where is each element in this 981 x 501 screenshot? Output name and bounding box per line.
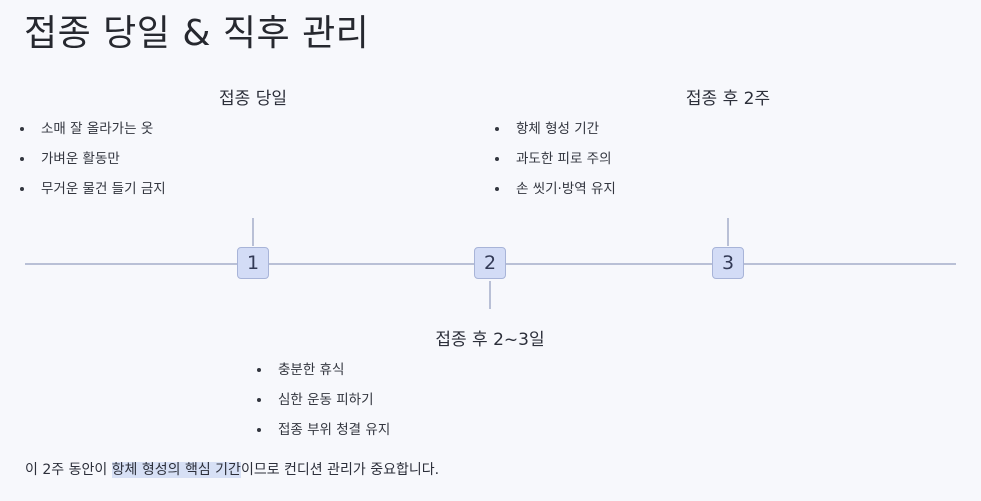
bullet-icon (495, 127, 499, 131)
bullet-icon (20, 127, 24, 131)
footer-note: 이 2주 동안이 항체 형성의 핵심 기간이므로 컨디션 관리가 중요합니다. (25, 459, 439, 479)
list-item: 항체 형성 기간 (478, 117, 878, 147)
bullet-icon (495, 187, 499, 191)
step-1-heading: 접종 당일 (219, 89, 287, 109)
footer-text-after: 이므로 컨디션 관리가 중요합니다. (240, 462, 440, 478)
step-2-list: 충분한 휴식 심한 운동 피하기 접종 부위 청결 유지 (240, 358, 640, 448)
bullet-icon (495, 157, 499, 161)
step-2-card: 접종 후 2~3일 충분한 휴식 심한 운동 피하기 접종 부위 청결 유지 (257, 325, 640, 448)
step-2-marker: 2 (474, 247, 506, 279)
bullet-icon (257, 428, 261, 432)
list-item: 충분한 휴식 (240, 358, 640, 388)
step-2-connector (489, 281, 491, 309)
step-1-list: 소매 잘 올라가는 옷 가벼운 활동만 무거운 물건 들기 금지 (3, 117, 403, 207)
step-1-connector (252, 218, 254, 246)
bullet-icon (257, 368, 261, 372)
footer-highlight: 항체 형성의 핵심 기간 (111, 462, 241, 478)
step-1-marker: 1 (237, 247, 269, 279)
list-item: 소매 잘 올라가는 옷 (3, 117, 403, 147)
list-item: 무거운 물건 들기 금지 (3, 177, 403, 207)
list-item: 과도한 피로 주의 (478, 147, 878, 177)
list-item: 심한 운동 피하기 (240, 388, 640, 418)
list-item: 손 씻기·방역 유지 (478, 177, 878, 207)
bullet-icon (20, 187, 24, 191)
bullet-icon (20, 157, 24, 161)
footer-text-before: 이 2주 동안이 (25, 462, 112, 478)
step-1-card: 접종 당일 소매 잘 올라가는 옷 가벼운 활동만 무거운 물건 들기 금지 (20, 84, 403, 207)
step-3-list: 항체 형성 기간 과도한 피로 주의 손 씻기·방역 유지 (478, 117, 878, 207)
bullet-icon (257, 398, 261, 402)
step-3-card: 접종 후 2주 항체 형성 기간 과도한 피로 주의 손 씻기·방역 유지 (495, 84, 878, 207)
step-2-heading: 접종 후 2~3일 (435, 330, 545, 350)
list-item: 접종 부위 청결 유지 (240, 418, 640, 448)
page-title: 접종 당일 & 직후 관리 (24, 13, 370, 54)
step-3-heading: 접종 후 2주 (685, 89, 771, 109)
step-3-connector (727, 218, 729, 246)
step-3-marker: 3 (712, 247, 744, 279)
list-item: 가벼운 활동만 (3, 147, 403, 177)
